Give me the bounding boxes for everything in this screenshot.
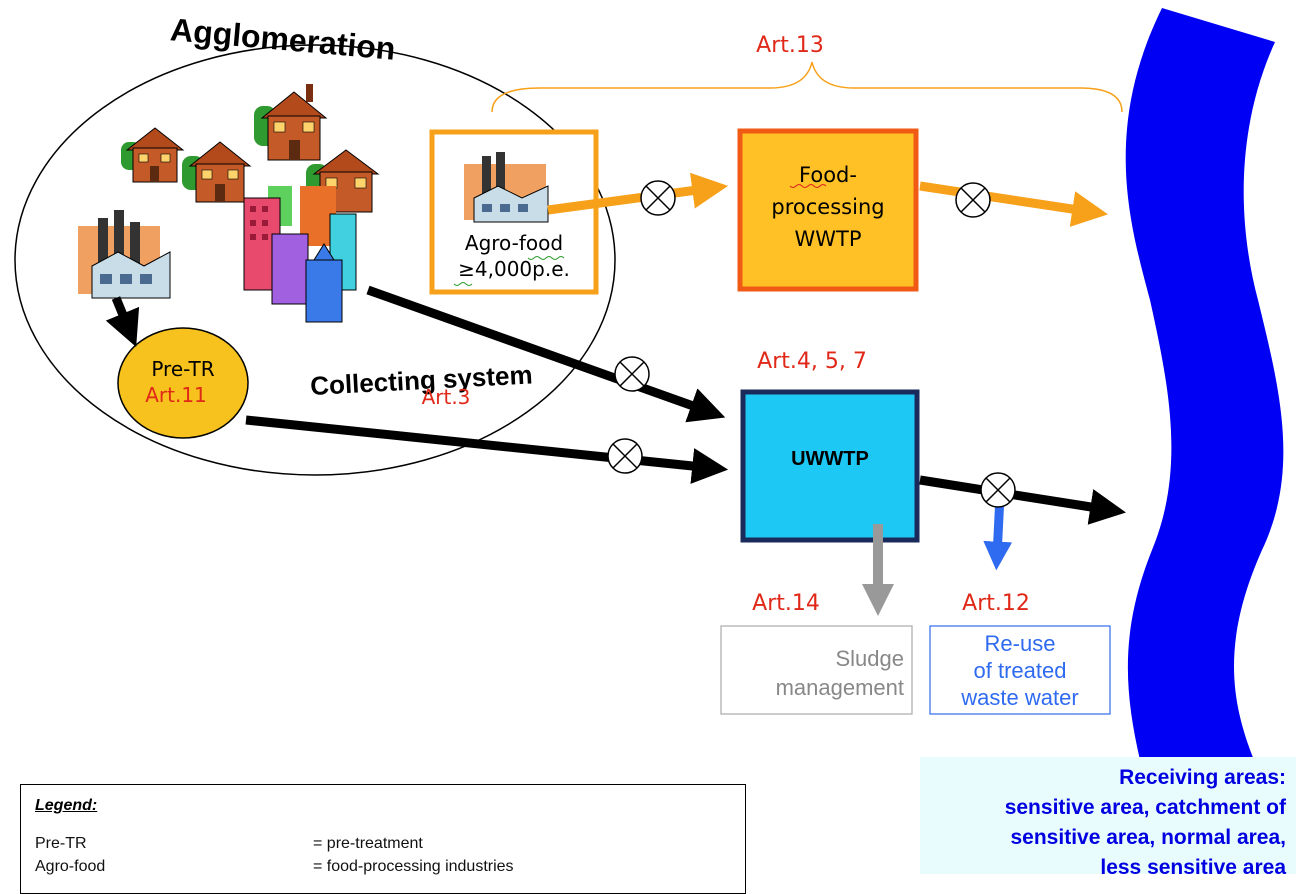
reuse-line3: waste water bbox=[960, 685, 1078, 710]
squiggle-underline bbox=[453, 282, 473, 286]
collecting-system-article: Art.3 bbox=[422, 385, 471, 409]
squiggle-underline bbox=[527, 256, 565, 260]
reuse-box bbox=[929, 625, 1111, 715]
receiving-line1: Receiving areas: bbox=[1119, 766, 1286, 789]
pre-tr-label: Pre-TR bbox=[151, 357, 214, 381]
city-buildings-icon bbox=[243, 186, 357, 323]
agglomeration-title: Agglomeration bbox=[169, 11, 397, 67]
legend-term: Pre-TR bbox=[35, 835, 87, 852]
pre-tr-circle bbox=[117, 327, 249, 439]
legend-term: Agro-food bbox=[35, 858, 106, 875]
sludge-line1: Sludge bbox=[835, 646, 904, 671]
legend-box: Legend: Pre-TR = pre-treatment Agro-food… bbox=[20, 784, 746, 894]
food-wwtp-box bbox=[737, 128, 919, 292]
receiving-areas-panel: Receiving areas: sensitive area, catchme… bbox=[920, 757, 1296, 879]
food-wwtp-line1: Food- bbox=[799, 163, 857, 187]
agglomeration-ellipse bbox=[14, 44, 616, 476]
pre-tr-to-uwwtp-arrow bbox=[245, 415, 729, 484]
legend-title: Legend: bbox=[35, 797, 98, 814]
sludge-box bbox=[720, 625, 913, 715]
river-shape bbox=[1125, 8, 1284, 760]
receiving-line3: sensitive area, normal area, bbox=[1010, 826, 1287, 849]
receiving-line4: less sensitive area bbox=[1100, 856, 1286, 879]
receiving-line2: sensitive area, catchment of bbox=[1004, 796, 1286, 819]
agro-food-line2: ≥4,000p.e. bbox=[458, 257, 570, 281]
valve-icon bbox=[980, 472, 1016, 508]
wastewater-flow-diagram: Agglomeration Art.13 Agro-food ≥4,000p.e… bbox=[14, 8, 1284, 760]
valve-icon bbox=[614, 356, 650, 392]
squiggle-underline bbox=[789, 184, 827, 188]
agro-factory-icon bbox=[464, 152, 549, 223]
valve-icon bbox=[955, 182, 991, 218]
food-wwtp-to-river-arrow bbox=[919, 181, 1109, 227]
pre-tr-article: Art.11 bbox=[145, 383, 207, 407]
factory-icon bbox=[78, 210, 171, 299]
agro-to-food-wwtp-arrow bbox=[547, 172, 729, 215]
sludge-line2: management bbox=[776, 675, 904, 700]
house-icon bbox=[306, 149, 380, 213]
art12-label: Art.12 bbox=[962, 591, 1030, 616]
valve-icon bbox=[640, 180, 676, 216]
art13-brace bbox=[491, 61, 1123, 113]
art13-label: Art.13 bbox=[756, 33, 824, 58]
uwwtp-box bbox=[740, 389, 920, 543]
food-wwtp-line3: WWTP bbox=[794, 227, 861, 251]
house-icon bbox=[254, 84, 328, 161]
legend-definition: = food-processing industries bbox=[313, 858, 514, 875]
house-icon bbox=[121, 127, 185, 183]
uwwtp-articles: Art.4, 5, 7 bbox=[757, 349, 867, 374]
food-wwtp-line2: processing bbox=[771, 195, 884, 219]
city-to-uwwtp-arrow bbox=[366, 285, 726, 423]
legend-definition: = pre-treatment bbox=[313, 835, 423, 852]
factory-to-pre-tr-arrow bbox=[105, 296, 140, 347]
agro-food-line1: Agro-food bbox=[465, 231, 563, 255]
art14-label: Art.14 bbox=[752, 591, 820, 616]
valve-icon bbox=[607, 438, 643, 474]
reuse-line1: Re-use bbox=[985, 631, 1056, 656]
reuse-line2: of treated bbox=[974, 658, 1067, 683]
uwwtp-label: UWWTP bbox=[791, 448, 869, 470]
house-icon bbox=[182, 141, 252, 203]
